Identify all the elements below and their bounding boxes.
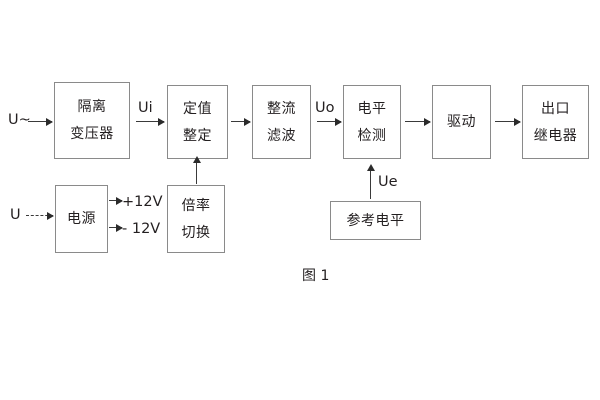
block-label-line: 定值 [183, 100, 212, 117]
block-label-line: 隔离 [77, 99, 107, 115]
signal-label-ui-signal: Ui [138, 100, 153, 116]
block-label-line: 滤波 [267, 127, 296, 144]
connector-multiplier-to-setting [192, 156, 201, 184]
connector-isolation-to-setting [136, 118, 165, 126]
block-label-line: 电平 [357, 100, 387, 117]
block-rectify-filter: 整流滤波 [252, 85, 311, 159]
block-label-line: 电源 [67, 211, 96, 227]
signal-label-plus-12v: +12V [122, 194, 163, 210]
connector-drive-to-output-relay [495, 118, 521, 126]
block-power-supply: 电源 [55, 185, 108, 253]
connector-u-ac-to-isolation [28, 118, 53, 126]
figure-caption: 图 1 [302, 268, 330, 284]
block-label-line: 倍率 [181, 197, 211, 214]
block-label-line: 变压器 [70, 126, 114, 142]
connector-power-supply-to-minus-12v [109, 224, 123, 232]
signal-label-u-ac-input: U~ [8, 112, 31, 128]
block-output-relay: 出口继电器 [522, 85, 589, 159]
connector-setting-to-rectify [231, 118, 251, 126]
block-isolation-transformer: 隔离变压器 [54, 82, 130, 159]
connector-reference-to-level [366, 164, 375, 199]
block-reference-level: 参考电平 [330, 201, 421, 240]
block-label-line: 整定 [183, 127, 212, 144]
connector-rectify-to-level [317, 118, 342, 126]
block-level-detection: 电平检测 [343, 85, 401, 159]
block-drive: 驱动 [432, 85, 491, 159]
block-label-line: 继电器 [533, 127, 578, 144]
signal-label-uo-signal: Uo [315, 100, 335, 116]
connector-power-supply-to-plus-12v [109, 197, 123, 205]
signal-label-u-dc-input: U [10, 207, 21, 223]
block-label-line: 驱动 [447, 114, 476, 130]
block-label-line: 参考电平 [346, 212, 405, 229]
connector-level-to-drive [405, 118, 431, 126]
block-label-line: 整流 [267, 100, 296, 117]
block-label-line: 检测 [357, 127, 387, 144]
block-label-line: 切换 [181, 224, 211, 241]
block-multiplier-switch: 倍率切换 [167, 185, 225, 253]
block-setting-value: 定值整定 [167, 85, 228, 159]
block-label-line: 出口 [541, 100, 570, 117]
signal-label-ue-signal: Ue [378, 174, 398, 190]
signal-label-minus-12v: - 12V [122, 221, 161, 237]
connector-u-dc-to-power-supply [26, 212, 54, 220]
